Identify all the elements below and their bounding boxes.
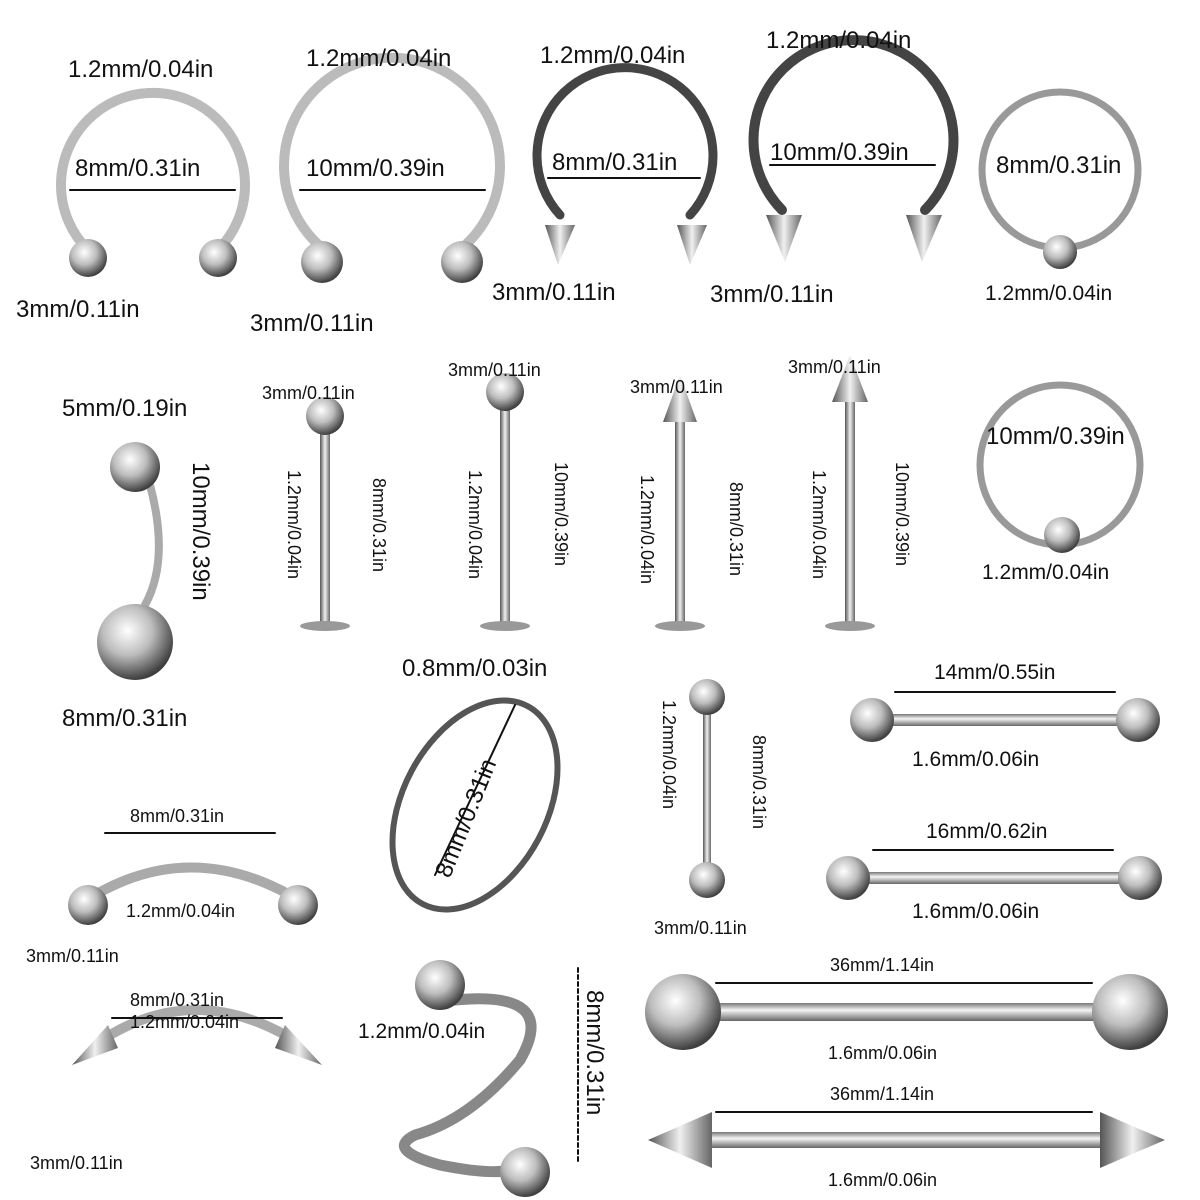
nose-hoop (389, 697, 561, 913)
twist-spiral (399, 960, 579, 1197)
labret-3-spike-label: 3mm/0.11in (630, 377, 723, 397)
long-industrial-ball (645, 974, 1168, 1050)
labret-4-spike-label: 3mm/0.11in (788, 357, 881, 377)
belly-ring-top-ball-label: 5mm/0.19in (62, 395, 188, 422)
labret-2-gauge-label: 1.2mm/0.04in (465, 470, 485, 580)
industrial-16mm-gauge-label: 1.6mm/0.06in (912, 900, 1040, 923)
horseshoe-8mm-ball-label: 3mm/0.11in (16, 296, 140, 323)
spike-horseshoe-10mm-diameter-label: 10mm/0.39in (770, 139, 909, 166)
twist-length-label: 8mm/0.31in (581, 990, 608, 1116)
spike-horseshoe-10mm (748, 35, 959, 262)
spike-horseshoe-10mm-gauge-label: 1.2mm/0.04in (766, 27, 912, 54)
curved-barbell-ball-label: 3mm/0.11in (26, 946, 119, 966)
labret-3-gauge-label: 1.2mm/0.04in (637, 475, 657, 585)
curved-spike-gauge-label: 1.2mm/0.04in (130, 1012, 240, 1032)
belly-ring-length-label: 10mm/0.39in (187, 462, 214, 601)
curved-barbell-length-label: 8mm/0.31in (130, 806, 225, 826)
industrial-16mm-length-label: 16mm/0.62in (926, 820, 1048, 843)
labret-4-length-label: 10mm/0.39in (892, 462, 912, 567)
curved-barbell-ball (68, 832, 318, 925)
horseshoe-10mm-gauge-label: 1.2mm/0.04in (306, 45, 452, 72)
captive-ring-10mm-diameter-label: 10mm/0.39in (986, 423, 1125, 450)
industrial-16mm (826, 849, 1162, 900)
tongue-barbell (689, 679, 725, 898)
horseshoe-10mm (279, 52, 505, 283)
industrial-14mm (850, 691, 1160, 742)
curved-spike-length-label: 8mm/0.31in (130, 990, 225, 1010)
curved-spike-spike-label: 3mm/0.11in (30, 1153, 123, 1173)
labret-spike-8mm (655, 375, 705, 631)
horseshoe-8mm-gauge-label: 1.2mm/0.04in (68, 56, 214, 83)
spike-horseshoe-8mm-diameter-label: 8mm/0.31in (552, 149, 678, 176)
labret-1-length-label: 8mm/0.31in (369, 478, 389, 573)
labret-ball-10mm (480, 373, 530, 631)
horseshoe-8mm-diameter-label: 8mm/0.31in (75, 155, 201, 182)
labret-ball-8mm (300, 397, 350, 631)
labret-1-ball-label: 3mm/0.11in (262, 383, 355, 403)
captive-ring-10mm (976, 381, 1144, 553)
spike-horseshoe-8mm-gauge-label: 1.2mm/0.04in (540, 42, 686, 69)
horseshoe-10mm-ball-label: 3mm/0.11in (250, 310, 374, 337)
long-industrial-ball-length-label: 36mm/1.14in (830, 955, 935, 975)
industrial-14mm-length-label: 14mm/0.55in (934, 661, 1056, 684)
belly-ring-bottom-ball-label: 8mm/0.31in (62, 705, 188, 732)
captive-ring-8mm-gauge-label: 1.2mm/0.04in (985, 282, 1113, 305)
labret-1-gauge-label: 1.2mm/0.04in (284, 470, 304, 580)
curved-barbell-spike (72, 1005, 322, 1065)
long-industrial-ball-gauge-label: 1.6mm/0.06in (828, 1043, 938, 1063)
spike-horseshoe-8mm (532, 63, 718, 265)
spike-horseshoe-10mm-spike-label: 3mm/0.11in (710, 281, 834, 308)
horseshoe-8mm (56, 87, 250, 277)
labret-2-length-label: 10mm/0.39in (551, 462, 571, 567)
labret-4-gauge-label: 1.2mm/0.04in (809, 470, 829, 580)
long-industrial-spike (648, 1111, 1165, 1168)
curved-barbell-gauge-label: 1.2mm/0.04in (126, 901, 236, 921)
labret-2-ball-label: 3mm/0.11in (448, 360, 541, 380)
nose-hoop-gauge-label: 0.8mm/0.03in (402, 655, 548, 682)
captive-ring-10mm-gauge-label: 1.2mm/0.04in (982, 561, 1110, 584)
spike-horseshoe-8mm-spike-label: 3mm/0.11in (492, 279, 616, 306)
tongue-barbell-length-label: 8mm/0.31in (749, 735, 769, 830)
tongue-barbell-ball-label: 3mm/0.11in (654, 918, 747, 938)
captive-ring-8mm-diameter-label: 8mm/0.31in (996, 152, 1122, 179)
labret-spike-10mm (825, 355, 875, 631)
industrial-14mm-gauge-label: 1.6mm/0.06in (912, 748, 1040, 771)
long-industrial-spike-gauge-label: 1.6mm/0.06in (828, 1170, 938, 1190)
labret-3-length-label: 8mm/0.31in (726, 482, 746, 577)
tongue-barbell-gauge-label: 1.2mm/0.04in (659, 700, 679, 810)
horseshoe-10mm-diameter-label: 10mm/0.39in (306, 155, 445, 182)
long-industrial-spike-length-label: 36mm/1.14in (830, 1084, 935, 1104)
twist-gauge-label: 1.2mm/0.04in (358, 1020, 486, 1043)
belly-ring (97, 442, 173, 680)
captive-ring-8mm (978, 88, 1142, 269)
